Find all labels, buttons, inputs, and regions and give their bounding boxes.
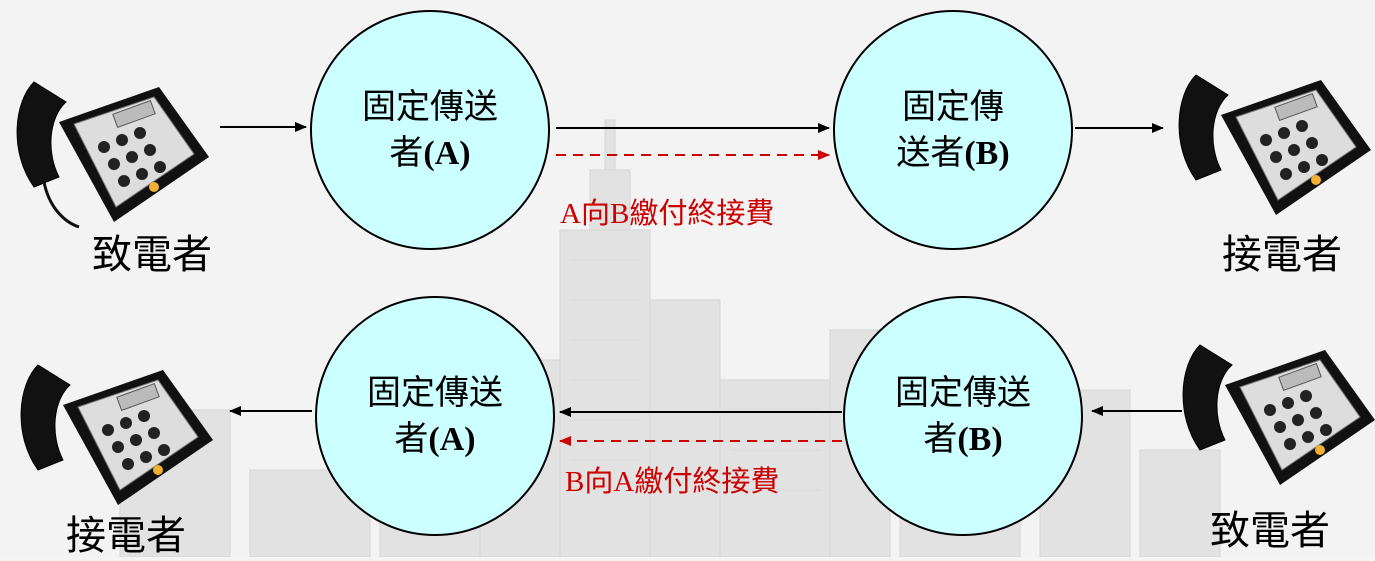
node-fixed-carrier-b-bottom: 固定傳送 者(B) [843, 296, 1083, 536]
caller-label-top: 致電者 [92, 232, 212, 278]
node-fixed-carrier-a-bottom: 固定傳送 者(A) [315, 296, 555, 536]
node-a-line1: 固定傳送 [362, 86, 498, 127]
caller-label-bottom: 致電者 [1210, 508, 1330, 554]
receiver-label-top: 接電者 [1222, 232, 1342, 278]
node-b-line1: 固定傳 [902, 86, 1004, 127]
fee-payee: A [613, 466, 635, 498]
telephone-icon [1178, 74, 1371, 215]
telephone-icon [20, 364, 213, 505]
fee-text: 繳付終接費 [629, 196, 775, 230]
telephone-icon [1182, 344, 1375, 485]
node-b-line2-latin: (B) [957, 420, 1003, 458]
fee-direction: 向 [580, 196, 610, 230]
fee-direction: 向 [584, 464, 614, 498]
receiver-label-bottom: 接電者 [66, 513, 186, 559]
node-a-line2-latin: (A) [423, 134, 471, 172]
fee-text: 繳付終接費 [634, 464, 780, 498]
node-a-line2-latin: (A) [428, 420, 476, 458]
telephone-icon [16, 81, 209, 229]
node-a-line2-cjk: 者 [394, 418, 429, 459]
node-fixed-carrier-b-top: 固定傳 送者(B) [833, 10, 1073, 250]
fee-label-bottom: B向A繳付終接費 [565, 458, 779, 500]
fee-payer: A [560, 198, 581, 230]
node-a-line2-cjk: 者 [389, 132, 424, 173]
node-b-line2-cjk: 者 [923, 418, 958, 459]
node-b-line2-cjk: 送者 [896, 132, 965, 173]
node-fixed-carrier-a-top: 固定傳送 者(A) [310, 10, 550, 250]
node-b-line1: 固定傳送 [895, 372, 1031, 413]
node-a-line1: 固定傳送 [367, 372, 503, 413]
fee-payee: B [609, 198, 630, 230]
node-b-line2-latin: (B) [964, 134, 1010, 172]
fee-payer: B [565, 466, 585, 498]
fee-label-top: A向B繳付終接費 [560, 190, 774, 232]
